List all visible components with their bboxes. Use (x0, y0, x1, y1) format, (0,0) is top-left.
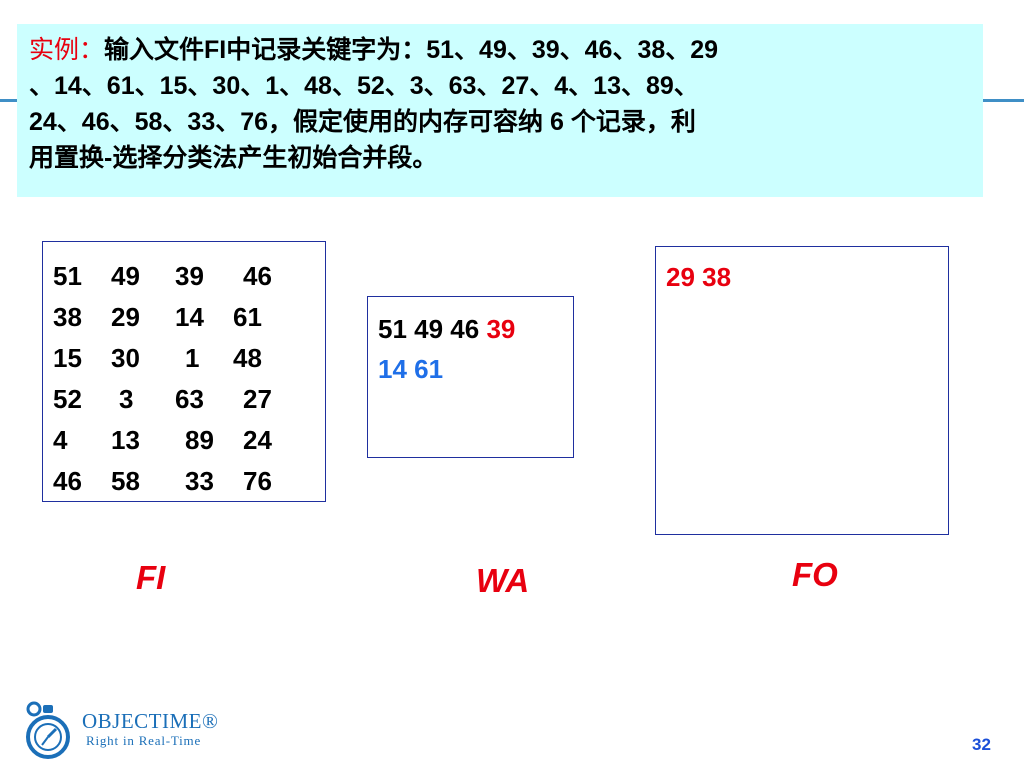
fi-cell: 61 (233, 302, 262, 332)
fo-content: 29 38 (666, 262, 732, 292)
fo-output-file-panel: 29 38 (655, 246, 949, 535)
fi-cell: 15 (53, 343, 82, 373)
wa-red-value: 39 (486, 314, 516, 344)
wa-label: WA (476, 562, 530, 599)
fi-cell: 76 (243, 466, 272, 496)
fi-cell: 58 (111, 466, 140, 496)
fi-cell: 46 (53, 466, 82, 496)
stopwatch-icon (26, 701, 70, 759)
page-number: 32 (972, 735, 991, 754)
fi-cell: 46 (243, 261, 272, 291)
fi-row: 52 3 63 27 (53, 379, 325, 420)
fi-cell: 14 (175, 302, 204, 332)
fi-cell: 30 (111, 343, 140, 373)
fi-cell: 39 (175, 261, 204, 291)
example-line-1-text: 输入文件FI中记录关键字为：51、49、39、46、38、29 (104, 36, 719, 64)
fi-cell: 29 (111, 302, 140, 332)
fi-row: 4 13 89 24 (53, 420, 325, 461)
fi-cell: 3 (119, 384, 134, 414)
example-line-2: 、14、61、15、30、1、48、52、3、63、27、4、13、89、 (29, 72, 699, 100)
fi-label: FI (136, 559, 166, 596)
example-lead: 实例： (29, 36, 105, 64)
fi-cell: 27 (243, 384, 272, 414)
fi-cell: 1 (185, 343, 200, 373)
fi-cell: 89 (185, 425, 214, 455)
fo-label: FO (792, 556, 838, 593)
wa-black-values: 51 49 46 (378, 314, 480, 344)
fi-cell: 13 (111, 425, 140, 455)
fi-cell: 38 (53, 302, 82, 332)
fi-input-file-panel: 51 49 39 46 38 29 14 61 15 30 1 48 52 3 … (42, 241, 326, 502)
fi-row: 38 29 14 61 (53, 297, 325, 338)
example-line-4: 用置换-选择分类法产生初始合并段。 (29, 144, 438, 172)
wa-line-2: 14 61 (378, 354, 444, 384)
fi-row: 46 58 33 76 (53, 461, 325, 502)
fi-row: 15 30 1 48 (53, 338, 325, 379)
example-text-box: 实例：输入文件FI中记录关键字为：51、49、39、46、38、29 、14、6… (17, 24, 983, 197)
wa-line-1: 51 49 46 39 (378, 309, 573, 349)
logo-wordmark: OBJECTIME® (82, 709, 219, 733)
fi-cell: 4 (53, 425, 68, 455)
fi-cell: 48 (233, 343, 262, 373)
fi-cell: 52 (53, 384, 82, 414)
example-line-1: 实例：输入文件FI中记录关键字为：51、49、39、46、38、29 (29, 32, 971, 68)
fi-cell: 63 (175, 384, 204, 414)
fi-cell: 49 (111, 261, 140, 291)
fi-cell: 33 (185, 466, 214, 496)
fi-cell: 51 (53, 261, 82, 291)
fi-cell: 24 (243, 425, 272, 455)
example-line-3: 24、46、58、33、76，假定使用的内存可容纳 6 个记录，利 (29, 108, 696, 136)
wa-work-area-panel: 51 49 46 39 14 61 (367, 296, 574, 458)
logo-tagline: Right in Real-Time (86, 733, 202, 748)
fi-row: 51 49 39 46 (53, 256, 325, 297)
objectime-logo: OBJECTIME® Right in Real-Time (20, 697, 220, 761)
